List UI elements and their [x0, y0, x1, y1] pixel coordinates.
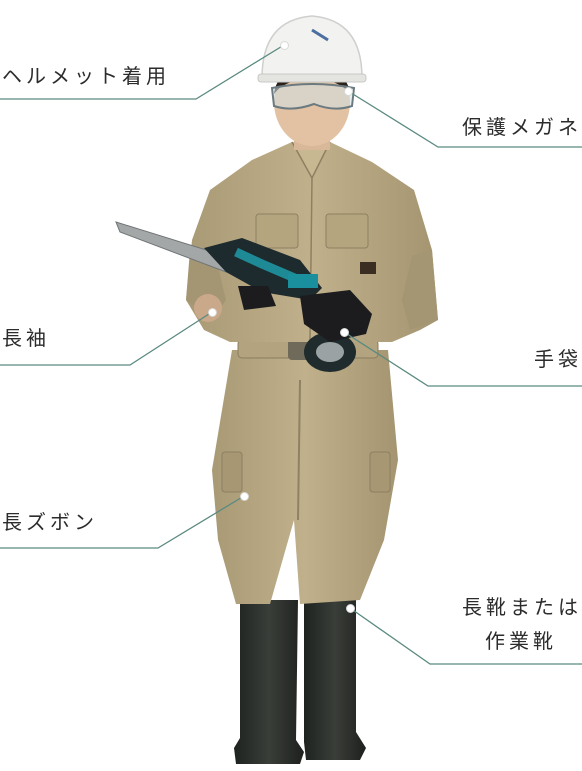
- helmet-label: ヘルメット着用: [2, 64, 170, 88]
- long-pants-label: 長ズボン: [2, 510, 98, 534]
- power-tool: [204, 238, 356, 372]
- pants-leader: [0, 495, 245, 549]
- leader-lines: [0, 44, 582, 665]
- glasses-anchor-dot: [344, 87, 353, 96]
- helmet: [257, 15, 367, 83]
- pants-anchor-dot: [240, 492, 249, 501]
- boots-leader: [349, 607, 582, 665]
- helmet-anchor-dot: [280, 41, 289, 50]
- safety-glasses: [270, 83, 356, 110]
- glasses-leader: [347, 90, 582, 148]
- glasses-label: 保護メガネ: [462, 115, 582, 139]
- long-sleeves-label: 長袖: [2, 326, 50, 350]
- boots-label-line2: 作業靴: [485, 629, 557, 653]
- sleeve-anchor-dot: [208, 308, 217, 317]
- pants: [212, 350, 398, 604]
- boots-anchor-dot: [346, 604, 355, 613]
- gloves-anchor-dot: [340, 328, 349, 337]
- gloves-leader: [343, 331, 582, 387]
- gloves-label: 手袋: [534, 347, 582, 371]
- helmet-leader: [0, 44, 285, 100]
- sleeve-leader: [0, 311, 213, 366]
- boots-label-line1: 長靴または: [462, 595, 582, 619]
- boots: [234, 595, 366, 764]
